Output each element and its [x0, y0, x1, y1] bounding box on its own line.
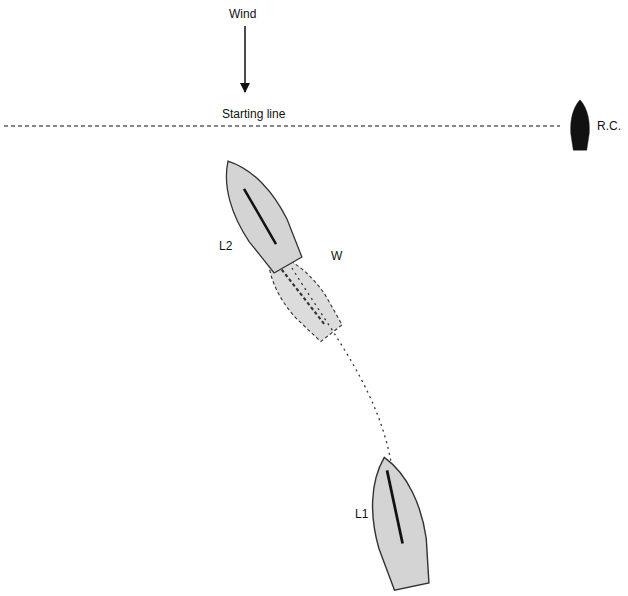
starting-line [4, 125, 560, 126]
wind-arrow [244, 26, 246, 92]
boat-label: L2 [219, 240, 232, 252]
boat-label: L1 [355, 508, 368, 520]
committee-boat [571, 100, 590, 150]
track-line [292, 268, 392, 468]
line-label: Starting line [219, 107, 288, 121]
boat-l2 [209, 150, 308, 276]
committee-label: R.C. [597, 120, 621, 132]
boat-label: W [331, 250, 342, 262]
wind-label: Wind [229, 8, 256, 20]
boat-l1 [360, 452, 436, 591]
